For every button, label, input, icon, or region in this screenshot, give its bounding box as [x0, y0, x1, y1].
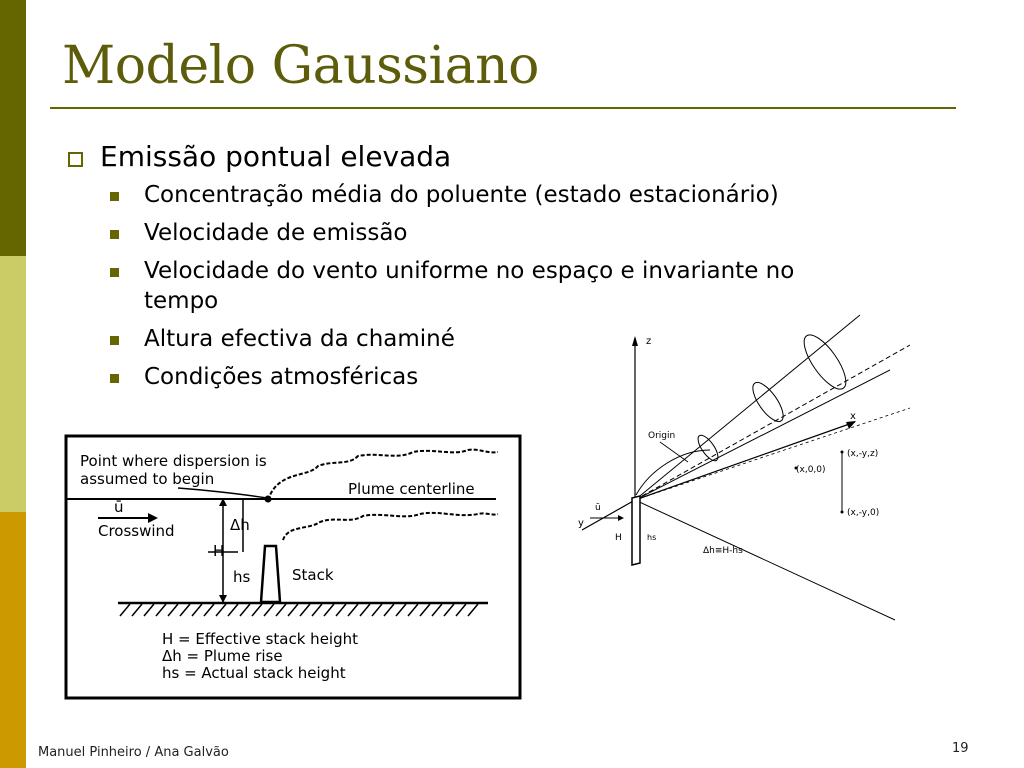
sub-bullet-text: Altura efectiva da chaminé — [144, 326, 455, 352]
wind-arrowhead-icon — [618, 515, 624, 521]
wind-symbol: ū — [114, 498, 124, 516]
wind-arrowhead-icon — [148, 513, 158, 523]
square-bullet-icon — [110, 268, 119, 277]
plume-rise-curve — [635, 449, 711, 496]
square-bullet-icon — [110, 374, 119, 383]
page-number: 19 — [952, 741, 969, 756]
crosswind-label: Crosswind — [98, 522, 175, 540]
wind-symbol: ū — [595, 503, 601, 513]
figure-frame — [64, 434, 522, 700]
effective-height-symbol: H — [213, 542, 224, 560]
plume-lower-edge — [282, 511, 499, 541]
dispersion-note-line2: assumed to begin — [80, 470, 214, 488]
sub-bullet-text: Velocidade de emissão — [144, 220, 408, 246]
sub-bullet-text: Condições atmosféricas — [144, 364, 419, 390]
plume-upper-edge — [267, 448, 499, 501]
y-axis-label: y — [578, 518, 584, 529]
point-marker — [840, 510, 844, 514]
gaussian-plume-3d-figure: z x y Origin ū H hs Δh≡H-hs (x,-y,z) (x,… — [578, 314, 911, 621]
slide-title: Modelo Gaussiano — [62, 36, 539, 96]
dispersion-note-line1: Point where dispersion is — [80, 452, 267, 470]
accent-bar-middle — [0, 256, 26, 512]
stack-chimney — [631, 495, 641, 566]
effective-height-symbol: H — [615, 533, 622, 543]
dimension-arrowhead-icon — [219, 498, 227, 506]
ground-plane-line — [634, 499, 896, 621]
square-bullet-icon — [110, 336, 119, 345]
origin-label: Origin — [648, 431, 675, 441]
dispersion-origin-point — [264, 495, 272, 503]
stack-label: Stack — [292, 566, 334, 584]
dimension-arrowhead-icon — [219, 595, 227, 603]
legend-plume-rise: Δh = Plume rise — [162, 647, 283, 665]
ground-projection-line — [634, 407, 911, 501]
sub-bullet-text: Velocidade do vento uniforme no espaço e… — [144, 258, 795, 284]
hollow-square-bullet-icon — [68, 152, 83, 167]
point-label-ground: (x,-y,0) — [847, 508, 879, 518]
plume-centerline — [634, 344, 911, 501]
point-marker — [840, 450, 844, 454]
z-axis-label: z — [646, 336, 651, 347]
plume-cross-section — [697, 434, 719, 462]
note-pointer-arrow — [177, 487, 268, 499]
legend-effective-height: H = Effective stack height — [162, 630, 358, 648]
point-label-upper: (x,-y,z) — [847, 449, 878, 459]
main-bullet-text: Emissão pontual elevada — [100, 140, 452, 173]
title-underline — [50, 107, 956, 109]
height-relation-label: Δh≡H-hs — [703, 546, 743, 556]
accent-bar-top — [0, 0, 26, 256]
z-axis-arrowhead-icon — [632, 336, 638, 346]
plume-cross-section-figure: Point where dispersion is assumed to beg… — [64, 434, 522, 700]
plume-cross-section — [803, 334, 847, 390]
accent-bar-bottom — [0, 512, 26, 768]
plume-lower-boundary — [634, 369, 891, 501]
plume-centerline-label: Plume centerline — [348, 480, 475, 498]
stack-height-symbol: hs — [647, 533, 656, 542]
footer-authors: Manuel Pinheiro / Ana Galvão — [38, 745, 229, 760]
plume-upper-boundary — [634, 314, 861, 501]
point-label-origin: (x,0,0) — [796, 465, 826, 475]
sub-bullet-text: tempo — [144, 288, 219, 314]
plume-rise-symbol: Δh — [230, 516, 250, 534]
y-axis — [581, 499, 636, 531]
x-axis-label: x — [850, 411, 856, 422]
legend-stack-height: hs = Actual stack height — [162, 664, 346, 682]
stack-height-symbol: hs — [233, 568, 251, 586]
ground-hatching — [119, 603, 479, 617]
point-marker — [794, 466, 798, 470]
x-axis — [634, 421, 856, 501]
sub-bullet-text: Concentração média do poluente (estado e… — [144, 182, 779, 208]
square-bullet-icon — [110, 192, 119, 201]
plume-cross-section — [752, 381, 784, 423]
x-axis-arrowhead-icon — [846, 421, 856, 429]
square-bullet-icon — [110, 230, 119, 239]
stack-chimney — [259, 544, 282, 604]
origin-pointer — [659, 441, 689, 463]
